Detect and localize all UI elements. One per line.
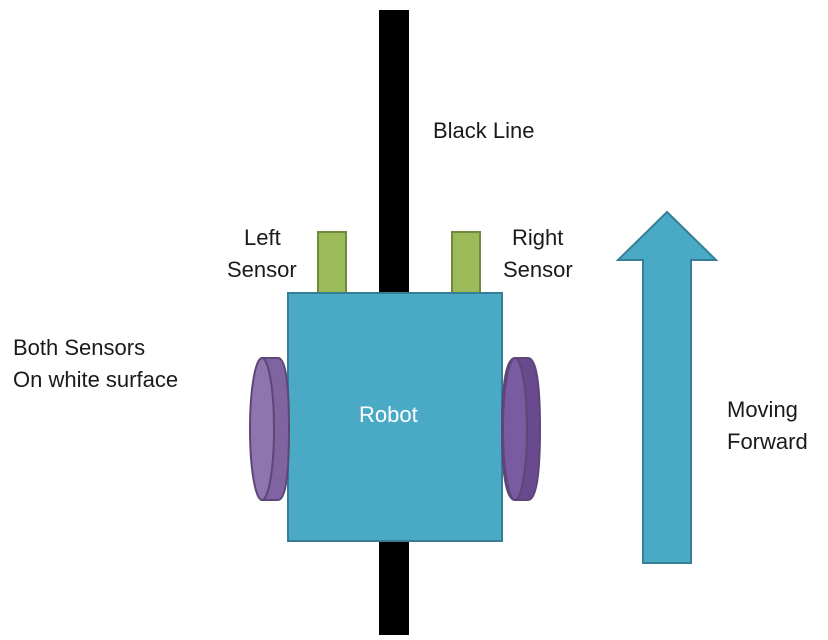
moving-forward-label-line2: Forward bbox=[727, 429, 808, 454]
both-sensors-label-line1: Both Sensors bbox=[13, 335, 146, 360]
right-sensor-label-line2: Sensor bbox=[503, 257, 573, 282]
right-wheel bbox=[500, 357, 542, 501]
right-sensor bbox=[451, 231, 481, 295]
left-sensor-label-line2: Sensor bbox=[227, 257, 297, 282]
robot-label: Robot bbox=[359, 402, 418, 427]
robot-body bbox=[287, 292, 503, 542]
left-sensor bbox=[317, 231, 347, 295]
left-sensor-label-line1: Left bbox=[244, 225, 281, 250]
forward-arrow bbox=[615, 210, 719, 564]
left-wheel bbox=[249, 357, 291, 501]
black-line-label: Black Line bbox=[433, 118, 535, 143]
right-sensor-label-line1: Right bbox=[512, 225, 564, 250]
moving-forward-label-line1: Moving bbox=[727, 397, 798, 422]
both-sensors-label-line2: On white surface bbox=[13, 367, 179, 392]
